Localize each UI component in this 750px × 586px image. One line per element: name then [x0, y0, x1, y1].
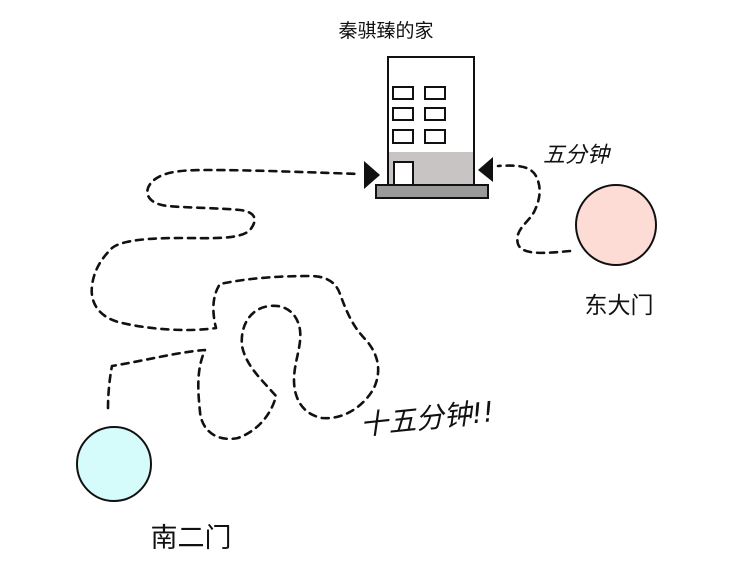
south-gate-label: 南二门: [151, 523, 232, 554]
south-gate-marker: [76, 426, 152, 502]
east-gate-marker: [575, 184, 657, 266]
east-route-time: 五分钟: [543, 143, 612, 168]
right-arrowhead-icon: [478, 157, 493, 182]
building-title: 秦骐臻的家: [338, 20, 433, 42]
left-arrowhead-icon: [364, 161, 380, 189]
east-gate-label: 东大门: [585, 293, 654, 319]
home-building-icon: [375, 56, 489, 199]
south-route-time: 十五分钟!!: [358, 395, 495, 442]
south-route-path: [90, 168, 380, 441]
east-route-path: [496, 164, 572, 255]
